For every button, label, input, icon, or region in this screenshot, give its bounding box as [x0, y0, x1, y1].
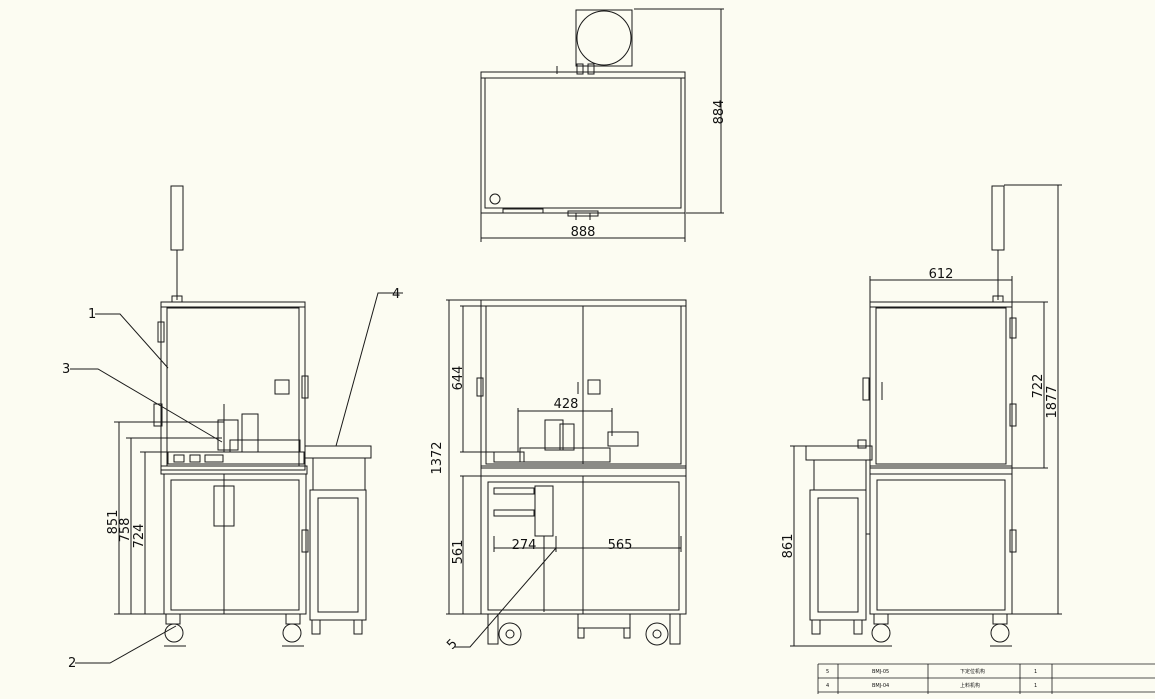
- top-view: [480, 8, 724, 242]
- title-row-qty: 1: [1034, 683, 1037, 689]
- title-row-name: 上料机构: [960, 682, 980, 689]
- dim-front-top: 644: [451, 366, 466, 391]
- dim-right-width: 612: [929, 267, 954, 282]
- callout-2: 2: [68, 656, 76, 671]
- title-block: [817, 663, 1155, 694]
- dim-front-span: 428: [554, 397, 579, 412]
- title-row-no: 5: [826, 669, 829, 675]
- callout-1: 1: [88, 307, 96, 322]
- callout-4: 4: [392, 287, 400, 302]
- left-side-view: [70, 185, 403, 664]
- dim-front-right: 565: [608, 538, 633, 553]
- dim-right-total: 1877: [1045, 385, 1060, 418]
- title-row-code: BMJ-04: [872, 683, 889, 689]
- dim-front-left: 274: [512, 538, 537, 553]
- dim-left-3: 724: [132, 524, 147, 549]
- dim-left-1: 851: [106, 510, 121, 535]
- dim-front-total: 1372: [430, 441, 445, 474]
- right-side-view: [790, 184, 1062, 647]
- dim-front-lower: 561: [451, 540, 466, 565]
- front-view: [446, 299, 687, 648]
- dim-top-width: 888: [571, 225, 596, 240]
- dim-top-depth: 884: [712, 100, 727, 125]
- callout-3: 3: [62, 362, 70, 377]
- title-row-name: 下定位机构: [960, 668, 985, 675]
- dim-right-lower: 861: [781, 534, 796, 559]
- title-row-qty: 1: [1034, 669, 1037, 675]
- title-row-code: BMJ-05: [872, 669, 889, 675]
- title-row-no: 4: [826, 683, 829, 689]
- dim-right-upper: 722: [1031, 374, 1046, 399]
- dim-left-2: 758: [118, 518, 133, 543]
- callout-5: 5: [444, 636, 460, 652]
